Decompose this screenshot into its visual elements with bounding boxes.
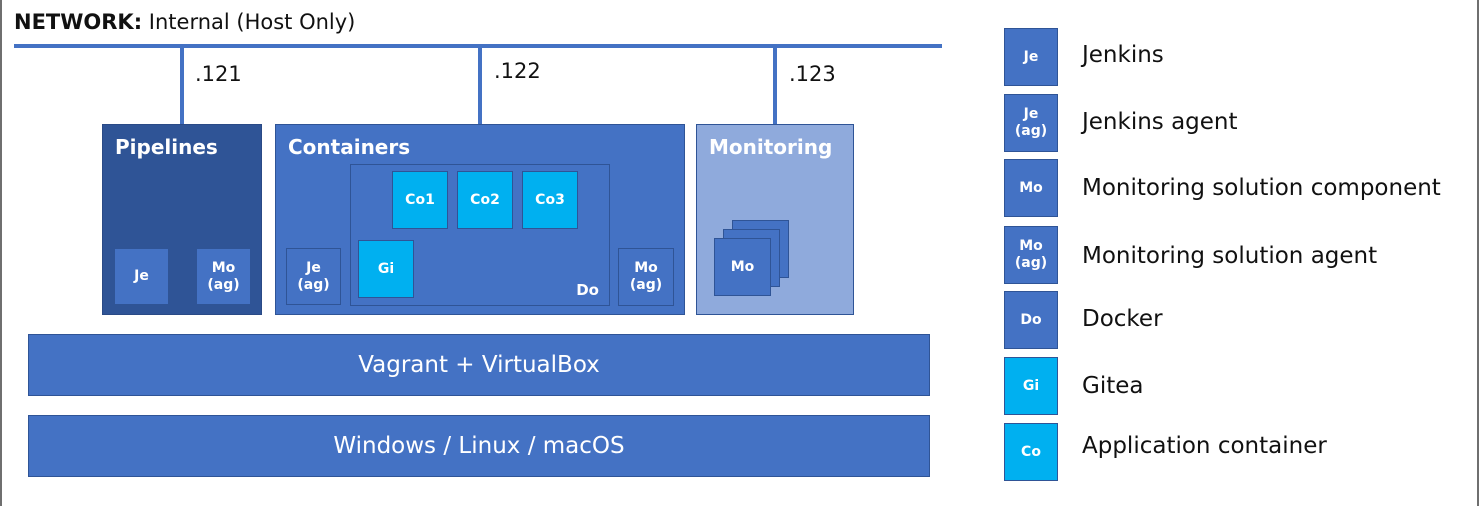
monitoring-component: Mo [714, 238, 771, 296]
containers-title: Containers [288, 135, 411, 159]
ip-label-121: .121 [195, 62, 242, 86]
legend-swatch-jenkins-agent: Je(ag) [1004, 94, 1058, 152]
legend-swatch-application-container: Co [1004, 423, 1058, 481]
vagrant-virtualbox-layer: Vagrant + VirtualBox [28, 334, 930, 396]
network-line [14, 44, 942, 48]
docker-label: Do [576, 281, 599, 299]
legend-label-monitoring-component: Monitoring solution component [1082, 175, 1441, 201]
host-os-layer: Windows / Linux / macOS [28, 415, 930, 477]
pipelines-title: Pipelines [115, 135, 218, 159]
legend-swatch-gitea: Gi [1004, 357, 1058, 415]
legend-swatch-jenkins: Je [1004, 28, 1058, 86]
pipelines-monitoring-agent: Mo(ag) [196, 248, 251, 305]
monitoring-title: Monitoring [709, 135, 833, 159]
legend-label-docker: Docker [1082, 306, 1163, 332]
containers-monitoring-agent: Mo(ag) [618, 248, 674, 306]
pipelines-jenkins: Je [114, 248, 169, 305]
container-co1: Co1 [392, 171, 448, 229]
container-co3: Co3 [522, 171, 578, 229]
legend-swatch-monitoring-component: Mo [1004, 159, 1058, 217]
legend-swatch-monitoring-agent: Mo(ag) [1004, 226, 1058, 284]
network-drop-containers [478, 48, 482, 126]
legend-label-jenkins-agent: Jenkins agent [1082, 109, 1238, 135]
legend-swatch-docker: Do [1004, 291, 1058, 349]
container-gitea: Gi [358, 240, 414, 298]
network-title: NETWORK: Internal (Host Only) [14, 10, 356, 34]
ip-label-123: .123 [789, 62, 836, 86]
containers-jenkins-agent: Je(ag) [286, 248, 341, 305]
frame-right-border [1477, 0, 1479, 506]
network-drop-pipelines [180, 48, 184, 126]
ip-label-122: .122 [494, 59, 541, 83]
legend-label-application-container: Application container [1082, 433, 1327, 459]
legend-label-monitoring-agent: Monitoring solution agent [1082, 243, 1378, 269]
container-co2: Co2 [457, 171, 513, 229]
frame-left-border [0, 0, 2, 506]
network-drop-monitoring [773, 48, 777, 126]
legend-label-jenkins: Jenkins [1082, 42, 1164, 68]
legend-label-gitea: Gitea [1082, 373, 1144, 399]
